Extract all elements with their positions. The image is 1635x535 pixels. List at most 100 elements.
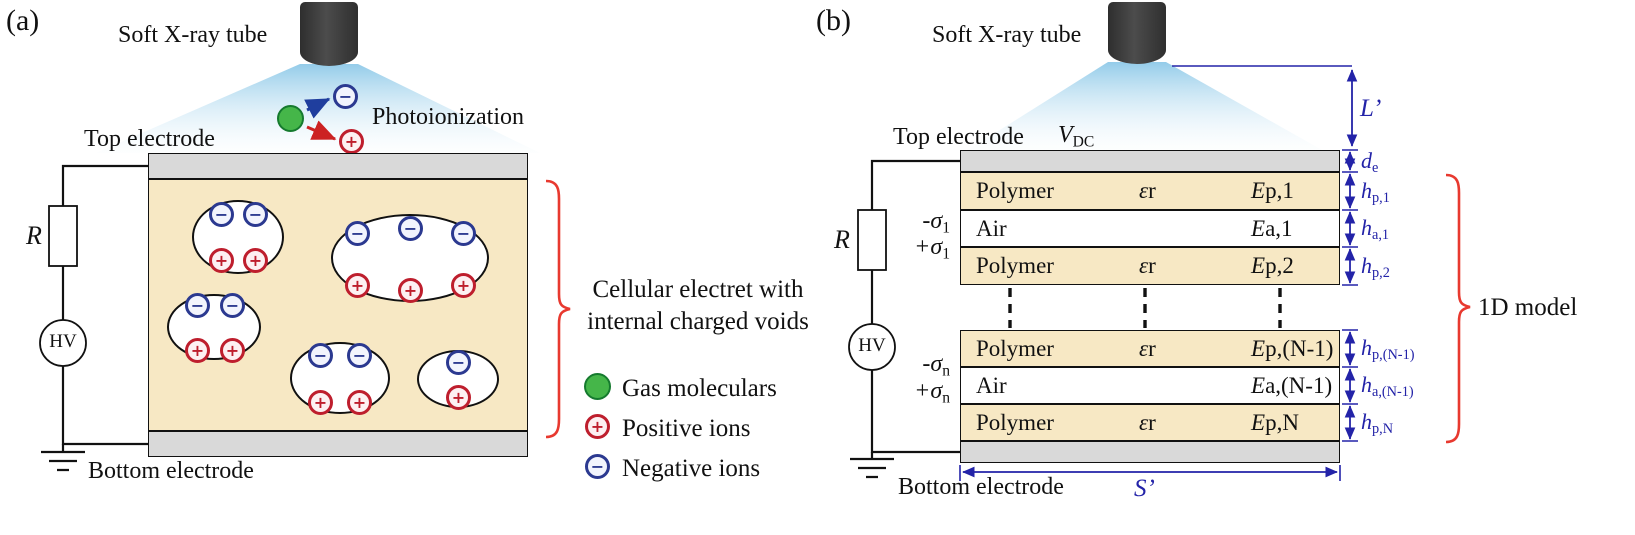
negative-ion: − — [345, 221, 370, 246]
negative-ion: − — [220, 293, 245, 318]
field-base: E — [1251, 178, 1266, 203]
negative-ion-photo: − — [333, 84, 358, 109]
dim-base: h — [1361, 253, 1372, 278]
sigma-sub: n — [942, 362, 950, 380]
dim-base: h — [1361, 335, 1372, 360]
field-sub: a,(N-1) — [1265, 372, 1333, 398]
minus-sign: − — [225, 295, 240, 315]
sigma-sub: 1 — [942, 219, 950, 237]
top-electrode-label-b: Top electrode — [893, 124, 1024, 150]
wire-bottom-a — [61, 366, 148, 446]
wire-top-b — [870, 159, 960, 210]
dim-sub: p,(N-1) — [1372, 347, 1415, 363]
sigma-plus-1-label: +σ1 — [880, 234, 950, 263]
eps-sub: r — [1148, 409, 1156, 435]
sigma-base: -σ — [922, 208, 943, 234]
negative-ion: − — [209, 202, 234, 227]
eps-base: ε — [1139, 178, 1149, 203]
minus-sign: − — [352, 345, 367, 365]
photoionization-label: Photoionization — [372, 104, 524, 130]
sigma-minus-1-label: -σ1 — [880, 208, 950, 237]
negative-ion: − — [308, 343, 333, 368]
dim-hp2-label: hp,2 — [1361, 253, 1390, 281]
stack-continuation-dashes — [1008, 288, 1282, 328]
minus-sign: − — [214, 204, 229, 224]
plus-sign: + — [190, 340, 205, 360]
electret-caption-line1: Cellular electret with — [592, 276, 804, 303]
field-base: E — [1251, 253, 1266, 278]
minus-sign: − — [590, 456, 605, 476]
xray-tube-b — [1108, 2, 1166, 64]
positive-ion: + — [308, 390, 333, 415]
dim-sub: p,1 — [1372, 190, 1390, 206]
ionization-arrow-positive — [306, 120, 337, 141]
dim-sub: e — [1372, 160, 1379, 176]
minus-sign: − — [456, 223, 471, 243]
field-base: E — [1251, 409, 1266, 435]
field-sub: a,1 — [1265, 215, 1293, 241]
sigma-plus-n-label: +σn — [880, 378, 950, 407]
xray-tube-label-a: Soft X-ray tube — [118, 22, 268, 48]
plus-sign: + — [225, 340, 240, 360]
positive-ion: + — [398, 278, 423, 303]
charged-void — [167, 294, 261, 360]
negative-ion: − — [185, 293, 210, 318]
dim-sub: a,(N-1) — [1372, 384, 1414, 400]
legend-gas-icon — [584, 373, 611, 400]
dim-sub: p,2 — [1372, 265, 1390, 281]
brace-electret — [545, 179, 571, 439]
top-electrode-a — [148, 153, 528, 179]
layer-name: Polymer — [976, 178, 1054, 203]
xray-tube-label-b: Soft X-ray tube — [932, 22, 1082, 48]
plus-sign: + — [214, 250, 229, 270]
dim-base: h — [1361, 372, 1372, 397]
layer-name: Polymer — [976, 335, 1054, 361]
plus-sign: + — [344, 131, 359, 151]
positive-ion: + — [185, 338, 210, 363]
positive-ion: + — [209, 248, 234, 273]
minus-sign: − — [338, 86, 353, 106]
charged-void — [290, 342, 390, 414]
field-sub: p,1 — [1265, 178, 1294, 203]
gas-molecule-icon — [277, 105, 304, 132]
panel-a-label: (a) — [6, 4, 40, 37]
bottom-electrode-b — [960, 441, 1340, 463]
ionization-arrow-negative — [304, 97, 331, 119]
dim-sub: a,1 — [1372, 227, 1390, 243]
charged-void — [192, 200, 284, 274]
eps-base: ε — [1139, 253, 1149, 278]
layer-name: Polymer — [976, 253, 1054, 278]
field-base: E — [1251, 335, 1266, 361]
plus-sign: + — [590, 416, 605, 436]
resistor-label-a: R — [26, 221, 42, 250]
xray-cone-b — [968, 62, 1322, 150]
field-sub: p,2 — [1265, 253, 1294, 278]
bottom-electrode-label-a: Bottom electrode — [88, 458, 254, 484]
resistor-label-b: R — [834, 225, 850, 254]
bottom-electrode-label-b: Bottom electrode — [898, 474, 1064, 500]
dim-S-label: S’ — [1134, 475, 1155, 502]
sigma-base: +σ — [914, 378, 943, 404]
plus-sign: + — [313, 392, 328, 412]
dim-base: h — [1361, 215, 1372, 240]
plus-sign: + — [350, 275, 365, 295]
resistor-box-a — [48, 205, 78, 267]
sigma-base: -σ — [922, 351, 943, 377]
minus-sign: − — [313, 345, 328, 365]
negative-ion: − — [347, 343, 372, 368]
negative-ion: − — [446, 350, 471, 375]
